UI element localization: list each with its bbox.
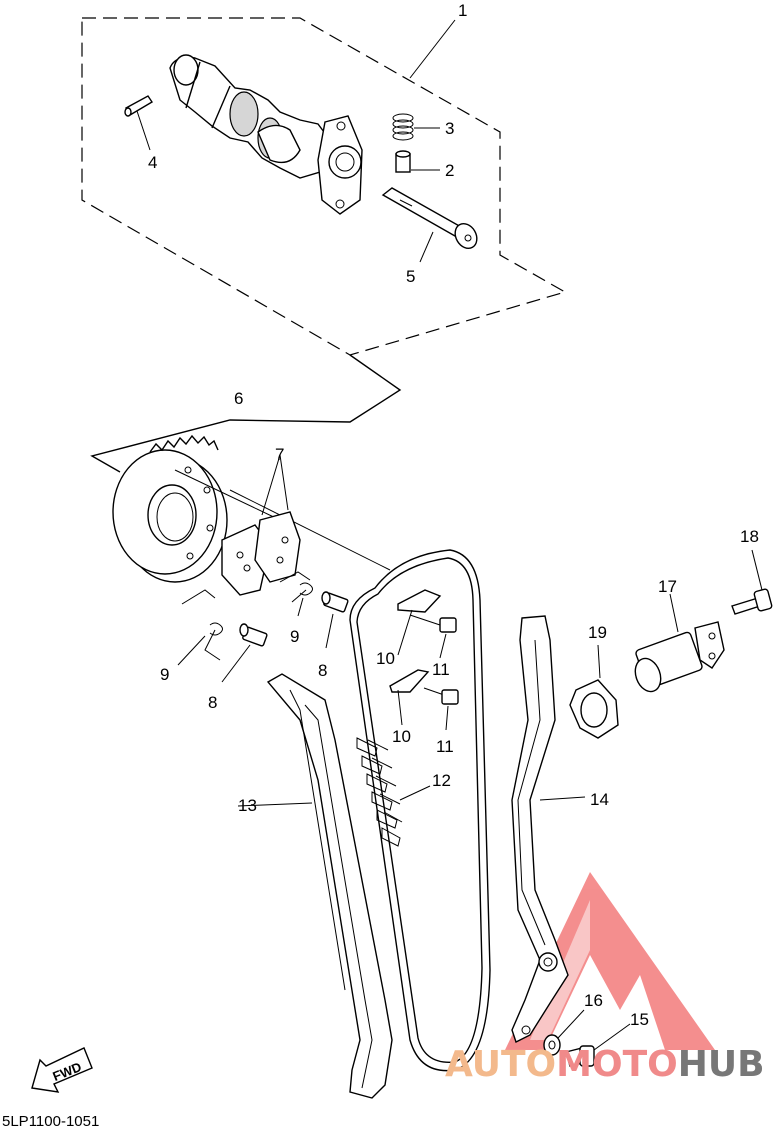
drawing-code: 5LP1100-1051 — [2, 1113, 99, 1128]
part-label-13: 13 — [238, 796, 257, 815]
fwd-direction-arrow: FWD — [31, 1047, 93, 1093]
part-label-9-left: 9 — [160, 665, 169, 684]
spring-part-3 — [392, 113, 440, 141]
guide-part-10-upper — [397, 589, 442, 656]
cam-sprocket-part-6 — [112, 434, 391, 583]
pin-part-4 — [124, 95, 153, 151]
projection-line — [90, 354, 402, 473]
camshaft-illustration — [169, 54, 363, 215]
part-label-11-lower: 11 — [436, 737, 454, 756]
plug-part-2 — [395, 150, 440, 173]
part-label-10-upper: 10 — [376, 649, 395, 668]
guide-part-10-lower — [389, 669, 430, 726]
part-label-8-left: 8 — [208, 693, 217, 712]
part-label-4: 4 — [148, 153, 157, 172]
part-label-6: 6 — [234, 389, 243, 408]
part-label-3: 3 — [445, 119, 454, 138]
tensioner-guide-part-14 — [511, 615, 586, 1043]
decomp-plate-part-7 — [221, 454, 301, 596]
spring-part-9-right — [279, 571, 313, 617]
camshaft-assembly-dashed-box — [81, 17, 567, 356]
part-label-12: 12 — [432, 771, 451, 790]
bolt-part-11-upper — [409, 614, 457, 659]
part-label-2: 2 — [445, 161, 454, 180]
bolt-part-18 — [731, 549, 773, 615]
part-label-10-lower: 10 — [392, 727, 411, 746]
watermark-moto: MOTO — [556, 1044, 678, 1085]
part-label-7: 7 — [275, 445, 284, 464]
chain-guide-part-13 — [237, 673, 393, 1099]
shaft-part-5 — [381, 187, 478, 263]
bolt-part-8-left — [221, 623, 268, 683]
bolt-part-11-lower — [423, 687, 459, 731]
watermark-text: AUTOMOTOHUB — [445, 1044, 765, 1085]
part-label-1: 1 — [458, 1, 467, 20]
part-label-19: 19 — [588, 623, 607, 642]
watermark-hub: HUB — [678, 1044, 765, 1085]
bolt-part-15 — [565, 1023, 631, 1067]
part-label-5: 5 — [406, 267, 415, 286]
part-label-16: 16 — [584, 991, 603, 1010]
bolt-part-8-right — [321, 591, 349, 649]
part-label-14: 14 — [590, 790, 609, 809]
tensioner-part-17 — [634, 593, 725, 693]
part-label-8-right: 8 — [318, 661, 327, 680]
leader-1 — [409, 19, 456, 79]
watermark-auto: AUTO — [445, 1044, 556, 1085]
gasket-part-19 — [569, 644, 619, 739]
washer-part-16 — [543, 1009, 585, 1056]
cam-chain-loop — [349, 549, 491, 1072]
part-label-9-right: 9 — [290, 627, 299, 646]
part-label-17: 17 — [658, 577, 677, 596]
part-label-18: 18 — [740, 527, 759, 546]
chain-links-part-12 — [356, 737, 431, 847]
part-label-15: 15 — [630, 1010, 649, 1029]
spring-part-9-left — [177, 589, 223, 666]
part-label-11-upper: 11 — [432, 660, 450, 679]
